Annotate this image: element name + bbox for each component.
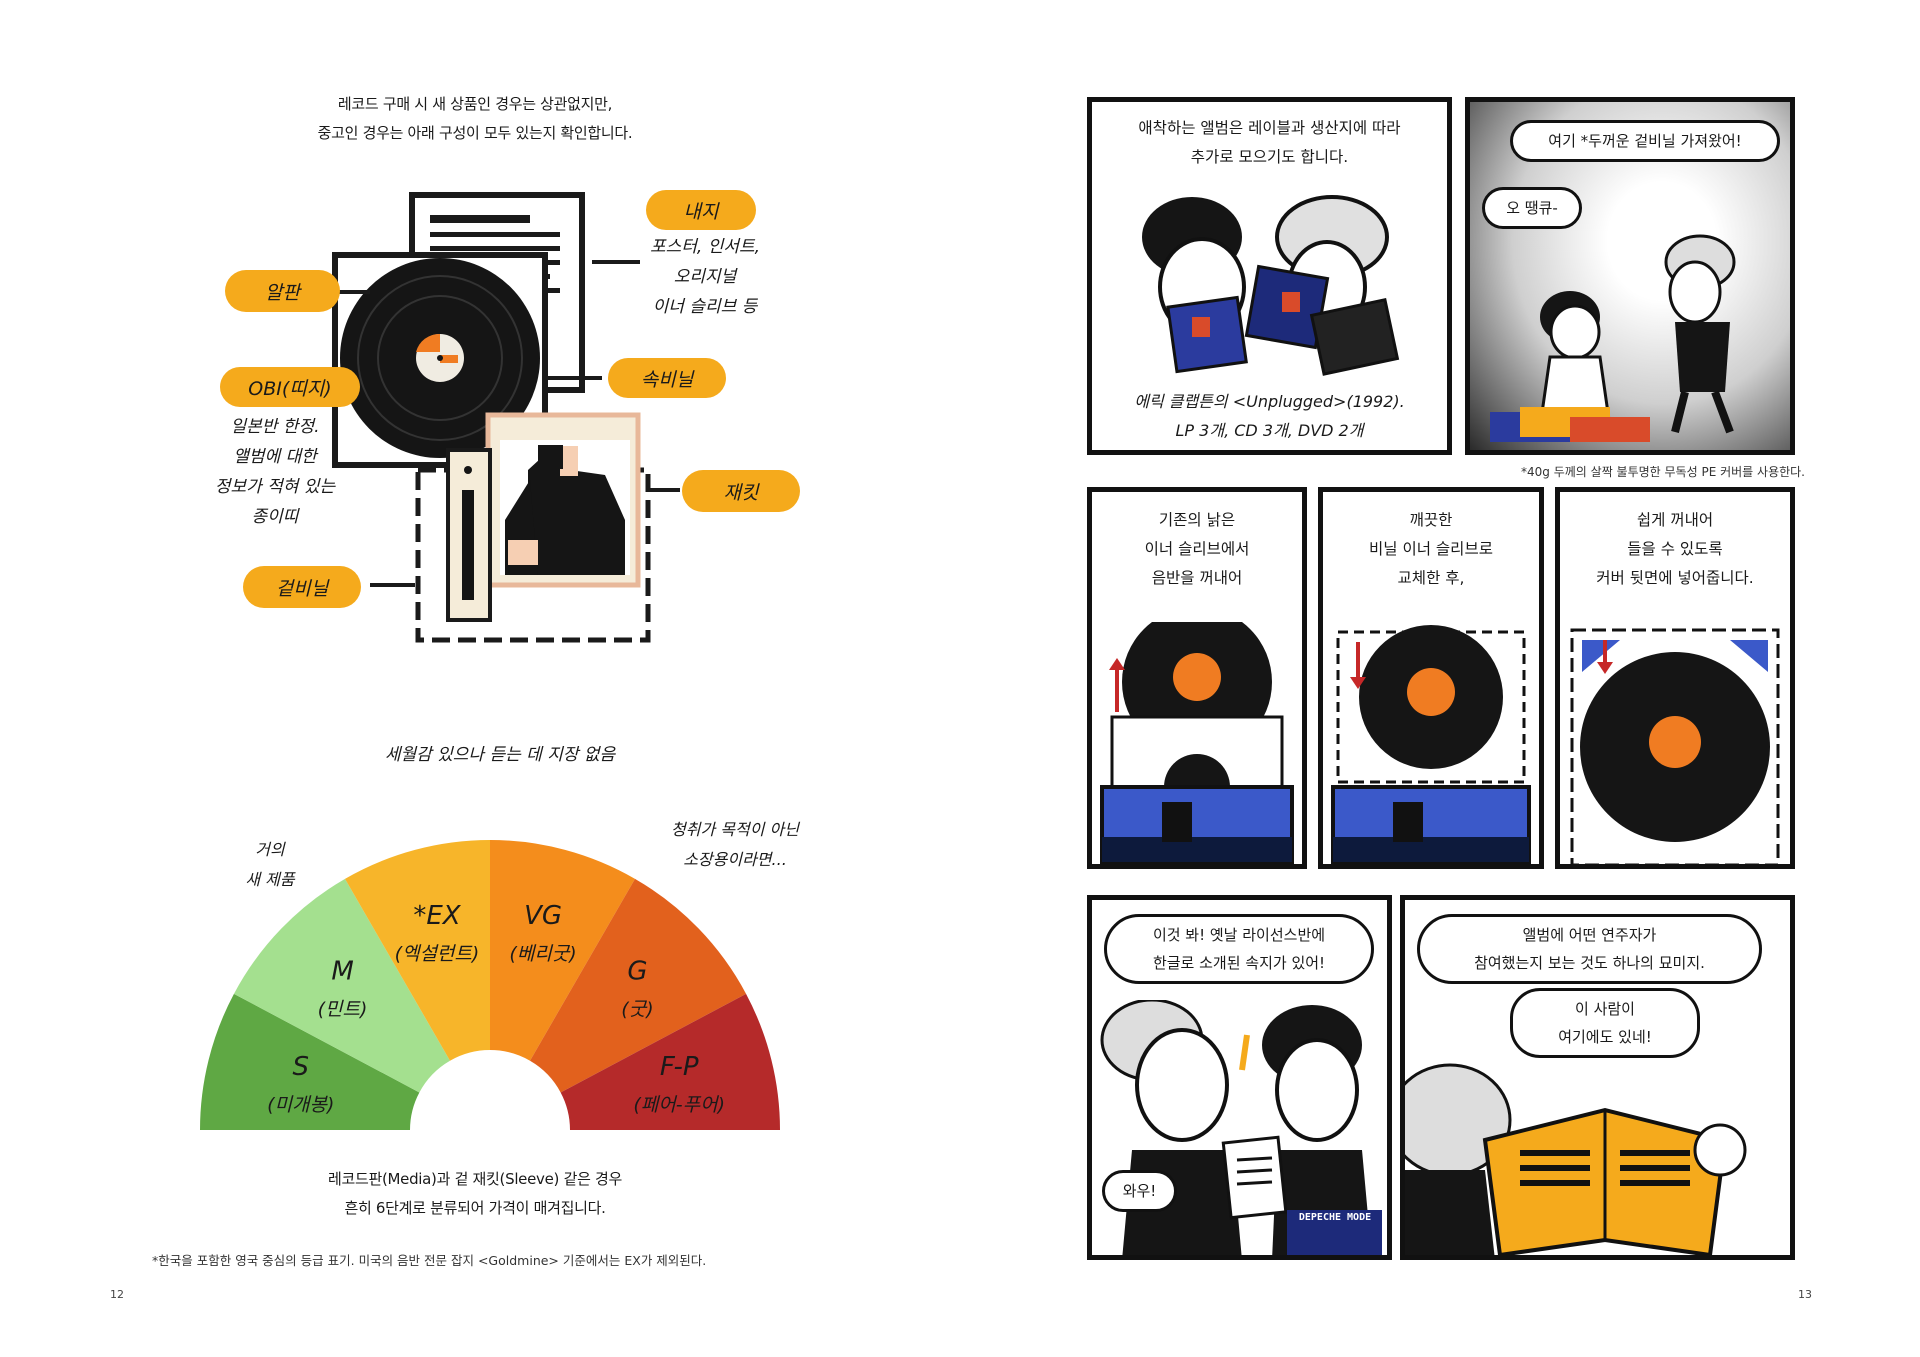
speech-bubble: 이 사람이 여기에도 있네! <box>1510 988 1700 1058</box>
panel-caption-line: 기존의 낡은 <box>1158 511 1236 529</box>
grade-left-note: 거의 새 제품 <box>210 835 330 895</box>
comic-panel-6: 이것 봐! 옛날 라이선스반에 한글로 소개된 속지가 있어! DEPECHE … <box>1087 895 1392 1260</box>
note-naeji-line: 이너 슬리브 등 <box>652 297 758 317</box>
panel-caption-line: 이너 슬리브에서 <box>1144 540 1250 558</box>
speech-bubble: 오 땡큐- <box>1482 187 1582 229</box>
grade-code-label: F-P <box>660 1052 699 1082</box>
note-obi-line: 종이띠 <box>251 507 299 527</box>
comic-panel-7: 앨범에 어떤 연주자가 참여했는지 보는 것도 하나의 묘미지. 이 사람이 여… <box>1400 895 1795 1260</box>
speech-bubble-line: 참여했는지 보는 것도 하나의 묘미지. <box>1474 954 1705 972</box>
grade-top-note: 세월감 있으나 듣는 데 지장 없음 <box>384 745 616 765</box>
speech-bubble-line: 이것 봐! 옛날 라이선스반에 <box>1152 926 1326 944</box>
grade-sector <box>530 878 747 1093</box>
panel-caption-line: 애착하는 앨범은 레이블과 생산지에 따라 <box>1138 119 1401 137</box>
panel-hand-note-line: 에릭 클랩튼의 <Unplugged>(1992). <box>1134 392 1405 411</box>
label-naeji: 내지 <box>646 190 756 230</box>
intro-line-1: 레코드 구매 시 새 상품인 경우는 상관없지만, <box>337 95 613 113</box>
panel-caption-line: 들을 수 있도록 <box>1627 540 1723 558</box>
grade-description: 레코드판(Media)과 겉 재킷(Sleeve) 같은 경우 흔히 6단계로 … <box>250 1165 700 1223</box>
intro-text: 레코드 구매 시 새 상품인 경우는 상관없지만, 중고인 경우는 아래 구성이… <box>250 90 700 148</box>
panel-hand-note: 에릭 클랩튼의 <Unplugged>(1992). LP 3개, CD 3개,… <box>1092 387 1447 445</box>
panel-hand-note-line: LP 3개, CD 3개, DVD 2개 <box>1175 421 1364 440</box>
grade-code-label: G <box>627 957 647 987</box>
label-obi: OBI(띠지) <box>220 367 360 407</box>
page-number: 12 <box>110 1288 124 1301</box>
intro-line-2: 중고인 경우는 아래 구성이 모두 있는지 확인합니다. <box>317 124 633 142</box>
label-alpan: 알판 <box>225 270 340 312</box>
note-obi: 일본반 한정. 앨범에 대한 정보가 적혀 있는 종이띠 <box>200 412 350 532</box>
cover-insert-illustration <box>1570 628 1780 864</box>
grade-left-note-line: 거의 <box>255 840 285 859</box>
grade-code-label: M <box>331 957 353 987</box>
speech-bubble: 여기 *두꺼운 겉비닐 가져왔어! <box>1510 120 1780 162</box>
grade-name-label: (베리굿) <box>509 943 576 965</box>
comic-panel-4: 깨끗한 비닐 이너 슬리브로 교체한 후, <box>1318 487 1544 869</box>
sleeve-remove-illustration <box>1100 622 1294 864</box>
label-sokbinil: 속비닐 <box>608 358 726 398</box>
speech-bubble: 이것 봐! 옛날 라이선스반에 한글로 소개된 속지가 있어! <box>1104 914 1374 984</box>
collector-illustration <box>1142 195 1400 376</box>
grade-name-label: (페어-푸어) <box>633 1094 725 1116</box>
note-obi-line: 정보가 적혀 있는 <box>214 477 336 497</box>
grade-description-line: 레코드판(Media)과 겉 재킷(Sleeve) 같은 경우 <box>327 1170 623 1188</box>
speech-bubble: 와우! <box>1102 1170 1177 1212</box>
album-sign: DEPECHE MODE <box>1298 1212 1372 1223</box>
footnote: *한국을 포함한 영국 중심의 등급 표기. 미국의 음반 전문 잡지 <Gol… <box>152 1253 707 1268</box>
page-number: 13 <box>1798 1288 1812 1301</box>
speech-bubble: 앨범에 어떤 연주자가 참여했는지 보는 것도 하나의 묘미지. <box>1417 914 1762 984</box>
panel-footnote: *40g 두께의 살짝 불투명한 무독성 PE 커버를 사용한다. <box>1521 465 1805 479</box>
grade-semicircle: S (미개봉) M (민트) *EX (엑설런트) VG (베리굿) G (굿) F-P (페어-푸어… <box>200 840 780 1130</box>
sleeve-replace-illustration <box>1331 625 1531 864</box>
speech-bubble-line: 여기에도 있네! <box>1558 1028 1652 1046</box>
note-naeji: 포스터, 인서트, 오리지널 이너 슬리브 등 <box>620 232 790 322</box>
speech-bubble-line: 앨범에 어떤 연주자가 <box>1522 926 1657 944</box>
note-obi-line: 앨범에 대한 <box>233 447 317 467</box>
comic-panel-5: 쉽게 꺼내어 들을 수 있도록 커버 뒷면에 넣어줍니다. <box>1555 487 1795 869</box>
comic-panel-3: 기존의 낡은 이너 슬리브에서 음반을 꺼내어 <box>1087 487 1307 869</box>
grade-code-label: VG <box>524 901 562 931</box>
note-naeji-line: 오리지널 <box>673 267 737 287</box>
grade-sector <box>345 840 490 1061</box>
record-components-illustration <box>300 192 680 643</box>
comic-panel-1: 애착하는 앨범은 레이블과 생산지에 따라 추가로 모으기도 합니다. 에릭 클… <box>1087 97 1452 455</box>
grade-description-line: 흔히 6단계로 분류되어 가격이 매겨집니다. <box>344 1199 606 1217</box>
grade-name-label: (굿) <box>621 999 653 1021</box>
label-jacket: 재킷 <box>682 470 800 512</box>
right-page: 애착하는 앨범은 레이블과 생산지에 따라 추가로 모으기도 합니다. 에릭 클… <box>960 0 1920 1357</box>
panel-caption: 쉽게 꺼내어 들을 수 있도록 커버 뒷면에 넣어줍니다. <box>1560 506 1790 593</box>
note-naeji-line: 포스터, 인서트, <box>649 237 761 257</box>
grade-right-note-line: 청취가 목적이 아닌 <box>671 820 799 839</box>
panel-caption-line: 교체한 후, <box>1397 569 1465 587</box>
panel-caption-line: 비닐 이너 슬리브로 <box>1369 540 1493 558</box>
note-obi-line: 일본반 한정. <box>230 417 320 437</box>
gift-illustration <box>1490 234 1736 442</box>
left-page: 레코드 구매 시 새 상품인 경우는 상관없지만, 중고인 경우는 아래 구성이… <box>110 90 830 1301</box>
label-geotbinil: 겉비닐 <box>243 566 361 608</box>
booklet-reading-illustration <box>1405 1063 1747 1255</box>
grade-right-note-line: 소장용이라면... <box>683 850 787 869</box>
panel-caption-line: 음반을 꺼내어 <box>1151 569 1243 587</box>
grade-right-note: 청취가 목적이 아닌 소장용이라면... <box>640 815 830 875</box>
panel-caption: 기존의 낡은 이너 슬리브에서 음반을 꺼내어 <box>1092 506 1302 593</box>
grade-name-label: (민트) <box>318 999 368 1021</box>
grade-sector <box>200 993 420 1130</box>
speech-bubble-line: 한글로 소개된 속지가 있어! <box>1152 954 1326 972</box>
liner-note-illustration <box>1100 1000 1382 1255</box>
grade-name-label: (엑설런트) <box>395 943 480 965</box>
panel-caption-line: 쉽게 꺼내어 <box>1636 511 1714 529</box>
panel-caption-line: 깨끗한 <box>1409 511 1453 529</box>
grade-sector <box>490 840 635 1061</box>
grade-code-label: S <box>293 1052 310 1082</box>
grade-sector <box>560 993 780 1130</box>
panel-caption: 애착하는 앨범은 레이블과 생산지에 따라 추가로 모으기도 합니다. <box>1092 114 1447 172</box>
speech-bubble-line: 이 사람이 <box>1575 1000 1635 1018</box>
panel-caption-line: 커버 뒷면에 넣어줍니다. <box>1596 569 1754 587</box>
panel-caption-line: 추가로 모으기도 합니다. <box>1190 148 1349 166</box>
grade-name-label: (미개봉) <box>267 1094 334 1116</box>
grade-code-label: *EX <box>413 901 461 931</box>
comic-panel-2: 여기 *두꺼운 겉비닐 가져왔어! 오 땡큐- <box>1465 97 1795 455</box>
grade-sector <box>233 878 450 1093</box>
grade-left-note-line: 새 제품 <box>245 870 295 889</box>
panel-caption: 깨끗한 비닐 이너 슬리브로 교체한 후, <box>1323 506 1539 593</box>
